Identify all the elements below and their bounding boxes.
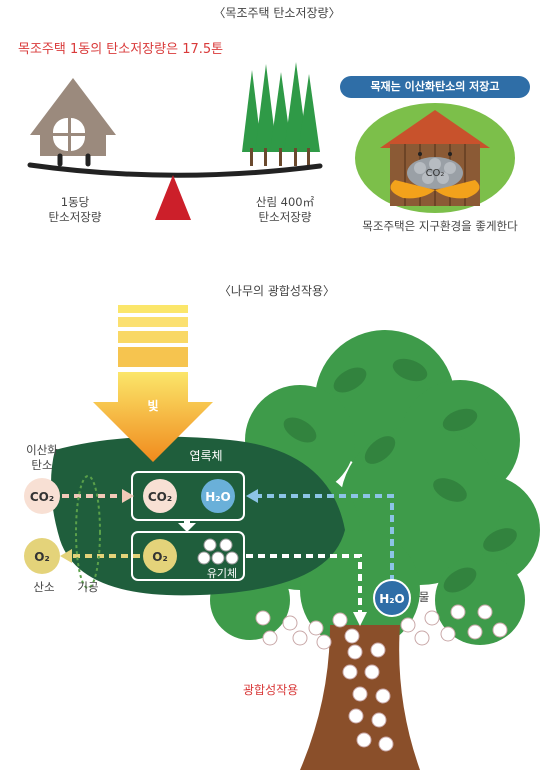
seesaw-illustration xyxy=(27,62,323,220)
carbon-headline: 목조주택 1동의 탄소저장량은 17.5톤 xyxy=(18,42,224,57)
co2-inside-circle xyxy=(143,479,177,513)
photosynthesis-label: 광합성작용 xyxy=(243,683,299,697)
storehouse-caption: 목조주택은 지구환경을 좋게한다 xyxy=(362,219,518,233)
water-flow-arrow xyxy=(256,494,394,582)
o2-outside: O₂ xyxy=(34,550,49,564)
chloroplast-label: 엽록체 xyxy=(189,449,222,463)
h2o-inside: H₂O xyxy=(205,490,231,504)
h2o-trunk-circle xyxy=(373,579,411,617)
o2-inside: O₂ xyxy=(152,550,167,564)
co2-outside: CO₂ xyxy=(30,490,54,504)
chloroplast-box-bottom xyxy=(131,531,245,581)
h2o-trunk: H₂O xyxy=(379,592,405,606)
organic-matter-circles xyxy=(255,604,508,752)
forest-icon xyxy=(242,62,320,166)
wooden-house-icon xyxy=(30,78,116,156)
organic-label: 유기체 xyxy=(207,567,237,580)
section2-title: 〈나무의 광합성작용〉 xyxy=(218,284,336,298)
sunlight-arrow xyxy=(93,305,213,462)
seesaw-beam xyxy=(27,153,323,178)
co2-outside-circle xyxy=(24,478,60,514)
co2-inside: CO₂ xyxy=(148,490,172,504)
organic-flow-arrow xyxy=(246,554,362,615)
water-label: 물 xyxy=(418,590,430,604)
o2-outside-circle xyxy=(24,538,60,574)
h2o-inside-circle xyxy=(201,479,235,513)
co2-storehouse-illustration: CO₂ xyxy=(355,103,515,213)
o2-inside-circle xyxy=(143,539,177,573)
co2-label: CO₂ xyxy=(426,168,445,179)
fulcrum-triangle xyxy=(155,175,191,220)
stomata-label: 기공 xyxy=(77,580,99,594)
section1-title: 〈목조주택 탄소저장량〉 xyxy=(213,6,341,20)
stomata-outline xyxy=(75,475,101,589)
storage-badge: 목재는 이산화탄소의 저장고 xyxy=(340,76,530,98)
photosynthesis-diagram: 빛 엽록체 CO₂ H₂O O₂ 유기체 CO₂ O₂ H₂O xyxy=(24,305,540,770)
oxygen-label: 산소 xyxy=(33,580,55,594)
light-label: 빛 xyxy=(147,398,158,413)
